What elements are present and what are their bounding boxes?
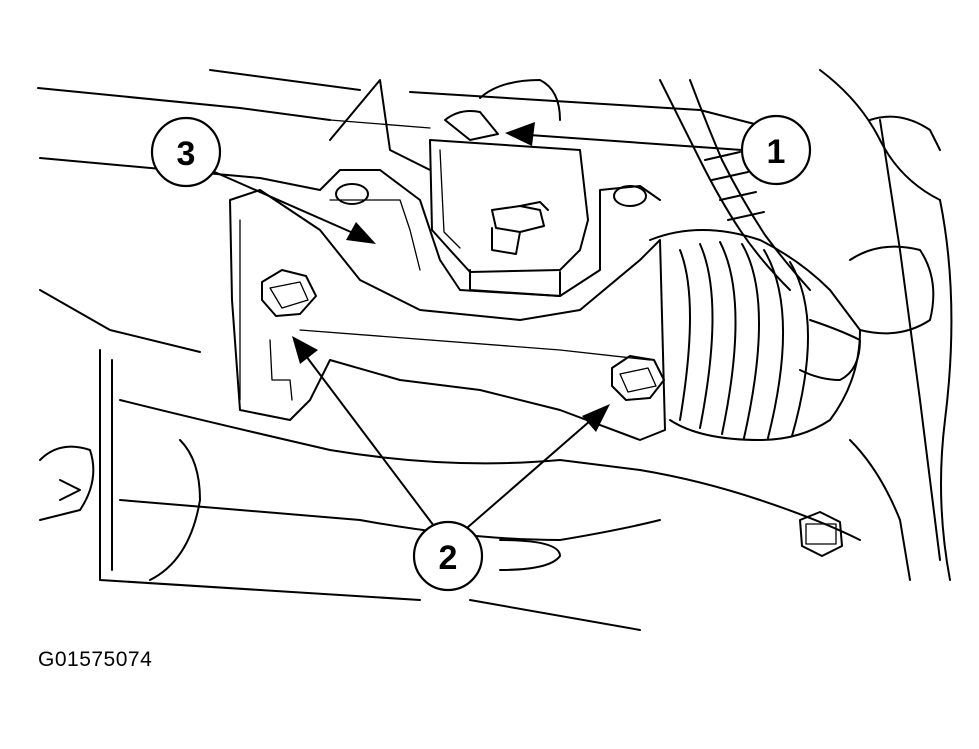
subframe-bolt (639, 469, 861, 557)
arrowhead-2b (582, 404, 610, 432)
arrowhead-1 (505, 122, 535, 146)
body-frame-lines (37, 69, 771, 353)
callout-1-label: 1 (767, 133, 786, 171)
mount-bolt-right (611, 355, 665, 401)
callout-2-label: 2 (439, 539, 458, 577)
mount-bracket (229, 79, 666, 441)
figure-id: G01575074 (38, 648, 153, 671)
callout-3: 3 (150, 116, 222, 188)
mount-bolt-left (261, 269, 317, 317)
callout-3-label: 3 (177, 135, 196, 173)
hose-assembly (479, 69, 941, 291)
cv-axle-boot (649, 119, 953, 581)
leader-lines (209, 122, 743, 535)
subframe (39, 349, 661, 631)
callout-1: 1 (740, 114, 812, 186)
arrowhead-3 (346, 222, 376, 244)
mount-insulator (429, 110, 589, 297)
arrowhead-2a (292, 336, 318, 364)
callout-2: 2 (412, 520, 484, 592)
